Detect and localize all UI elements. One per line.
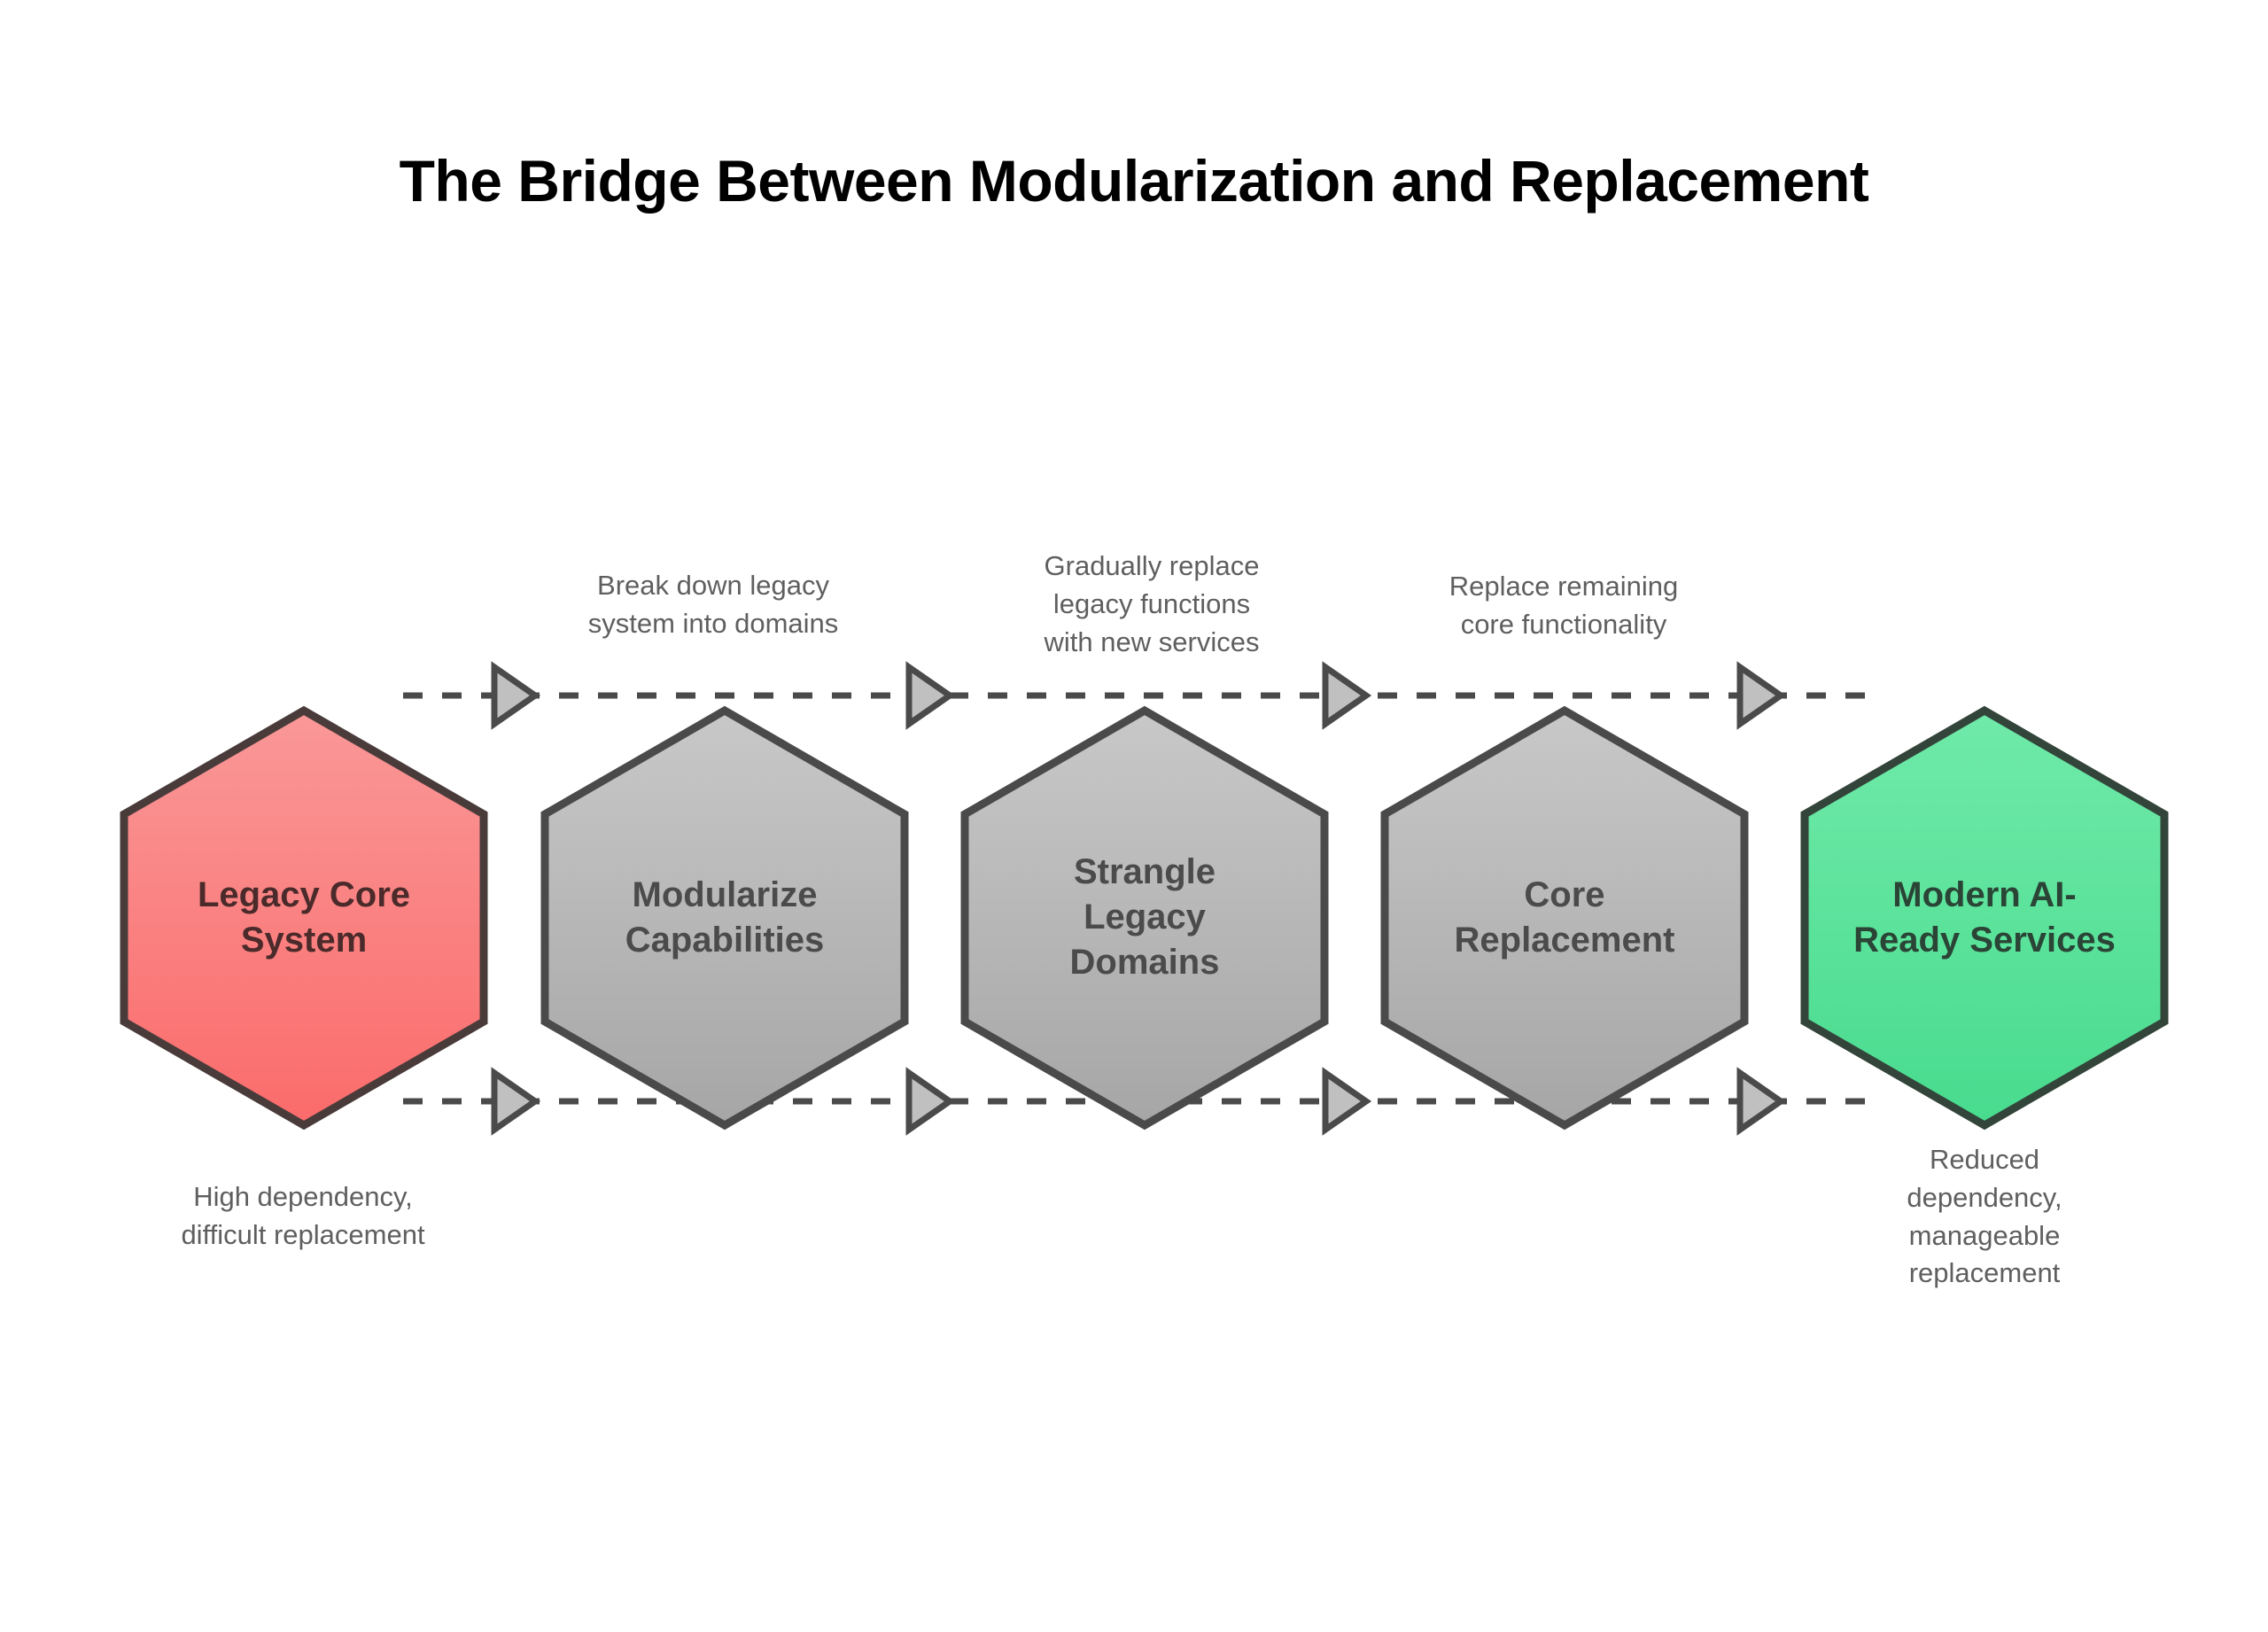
node-caption-line: Reduced: [1929, 1144, 2040, 1175]
edge-caption-replace-remaining: Replace remaining core functionality: [1360, 568, 1767, 644]
edge-caption-line: Gradually replace: [1044, 550, 1260, 581]
edge-caption-line: legacy functions: [1052, 587, 1251, 619]
node-label-line: Modularize: [632, 874, 818, 914]
node-label-line: Capabilities: [625, 921, 825, 960]
node-caption-line: manageable: [1908, 1219, 2061, 1251]
bottom-arrowhead-1: [491, 1067, 541, 1136]
top-connector-rail: [403, 661, 1874, 730]
node-label-line: Strangle: [1073, 852, 1216, 892]
node-label-modern-ai-ready-services: Modern AI- Ready Services: [1803, 873, 2166, 963]
node-caption-line: dependency,: [1907, 1181, 2062, 1213]
node-label-line: Ready Services: [1853, 921, 2116, 960]
edge-caption-line: core functionality: [1460, 608, 1667, 640]
node-caption-high-dependency: High dependency, difficult replacement: [99, 1178, 507, 1255]
edge-caption-line: with new services: [1044, 626, 1260, 657]
node-legacy-core-system[interactable]: Legacy Core System: [122, 719, 485, 1117]
node-label-line: System: [240, 921, 368, 960]
node-caption-reduced-dependency: Reduced dependency, manageable replaceme…: [1781, 1141, 2188, 1293]
top-arrowhead-4: [1736, 661, 1787, 730]
top-arrowhead-1: [491, 661, 541, 730]
node-label-line: Legacy: [1084, 898, 1206, 937]
node-caption-line: replacement: [1908, 1257, 2061, 1289]
node-label-strangle-legacy-domains: Strangle Legacy Domains: [963, 850, 1326, 986]
edge-caption-break-down-legacy: Break down legacy system into domains: [509, 567, 917, 643]
bottom-arrowhead-2: [905, 1067, 956, 1136]
node-caption-line: difficult replacement: [181, 1218, 425, 1250]
edge-caption-line: Replace remaining: [1449, 571, 1679, 602]
node-label-line: Modern AI-: [1892, 874, 2077, 914]
node-label-legacy-core-system: Legacy Core System: [122, 873, 485, 963]
bottom-arrowhead-3: [1322, 1067, 1372, 1136]
node-label-line: Legacy Core: [197, 874, 411, 914]
page-title: The Bridge Between Modularization and Re…: [399, 148, 1869, 214]
node-label-modularize-capabilities: Modularize Capabilities: [543, 873, 906, 963]
edge-caption-gradually-replace: Gradually replace legacy functions with …: [948, 548, 1355, 661]
node-modern-ai-ready-services[interactable]: Modern AI- Ready Services: [1803, 719, 2166, 1117]
node-label-line: Core: [1524, 874, 1605, 914]
node-label-line: Domains: [1069, 943, 1220, 983]
top-arrowhead-2: [905, 661, 956, 730]
node-caption-line: High dependency,: [193, 1181, 413, 1212]
edge-caption-line: Break down legacy: [597, 570, 829, 601]
node-label-core-replacement: Core Replacement: [1383, 873, 1746, 963]
node-label-line: Replacement: [1454, 921, 1675, 960]
node-strangle-legacy-domains[interactable]: Strangle Legacy Domains: [963, 719, 1326, 1117]
node-modularize-capabilities[interactable]: Modularize Capabilities: [543, 719, 906, 1117]
node-core-replacement[interactable]: Core Replacement: [1383, 719, 1746, 1117]
edge-caption-line: system into domains: [587, 607, 839, 639]
top-arrowhead-3: [1322, 661, 1372, 730]
